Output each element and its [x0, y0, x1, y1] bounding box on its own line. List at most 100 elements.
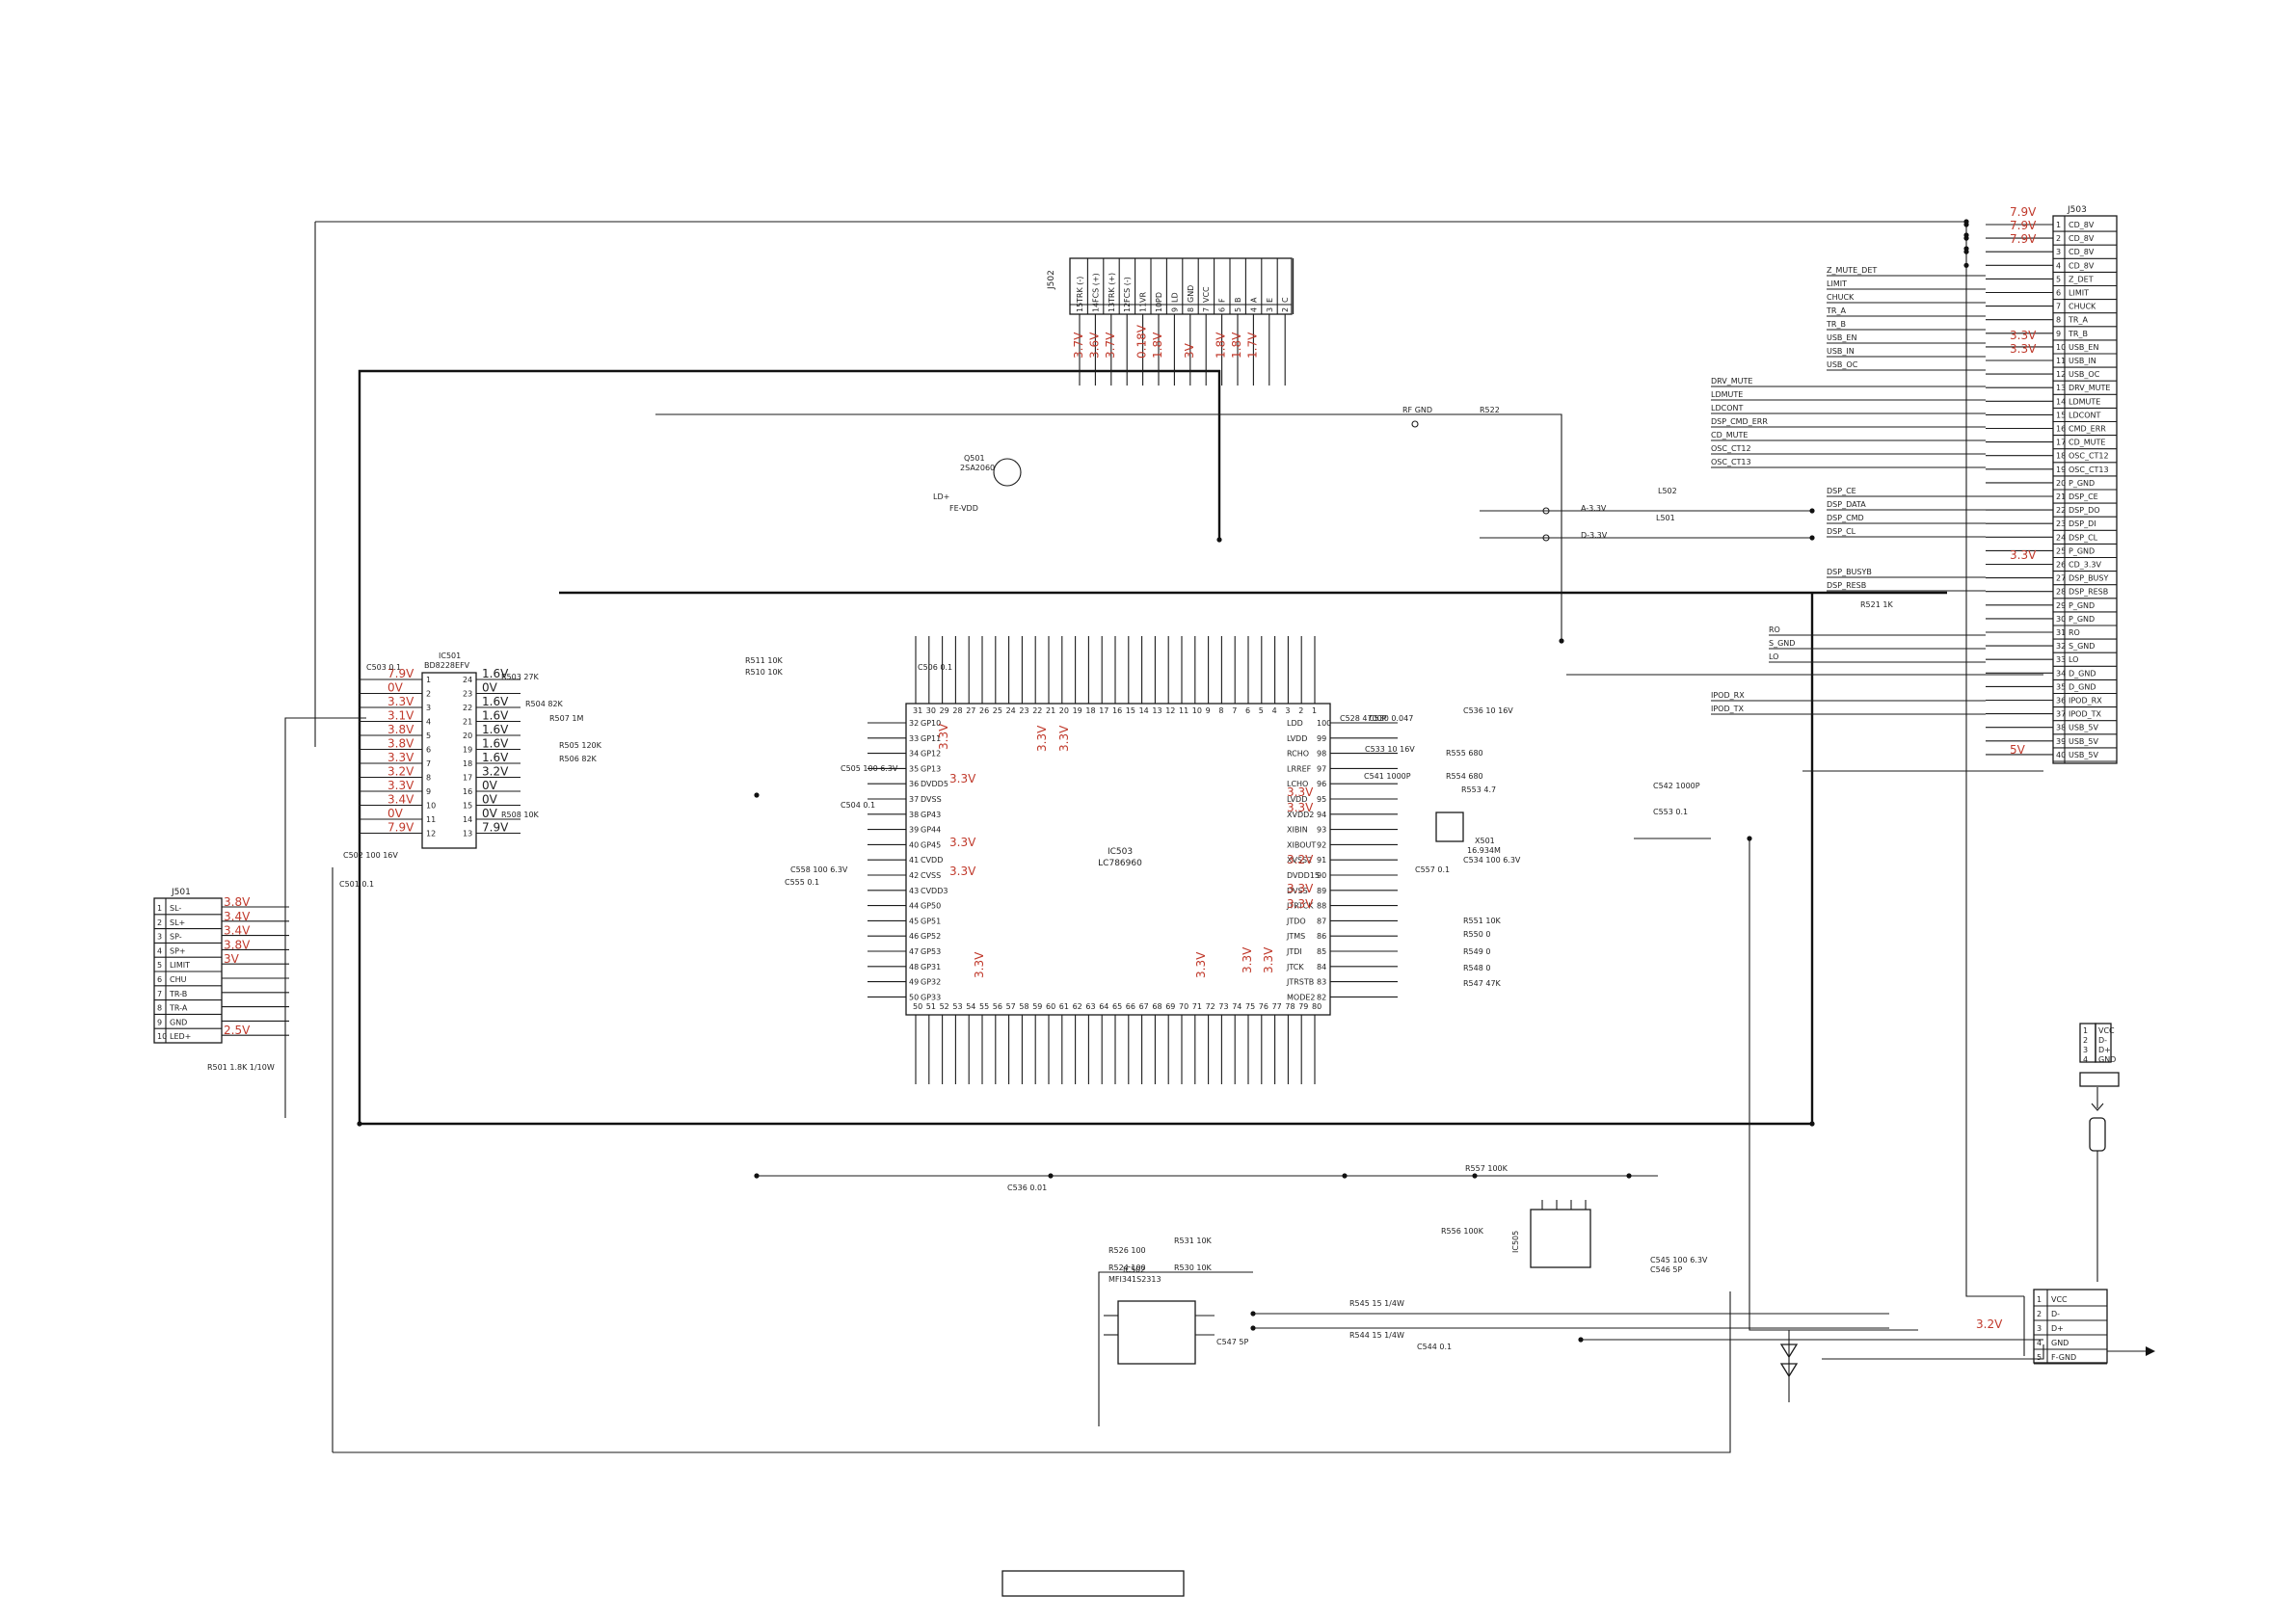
ic503-ref: IC503: [1108, 847, 1133, 857]
ic503-pin-number: 45: [909, 917, 919, 925]
ic503-pin-number: 19: [1073, 706, 1082, 715]
ic503-pin-number: 12: [1165, 706, 1175, 715]
resistor-label: R548 0: [1463, 964, 1490, 972]
j501-body: [153, 897, 223, 1044]
ic503-pin-number: 42: [909, 871, 919, 880]
ic503-pin-number: 44: [909, 902, 919, 911]
resistor-label: R557 100K: [1465, 1164, 1508, 1173]
ic503-pin-label: JTDO: [1286, 917, 1306, 925]
transistor-q501: Q501 2SA2060: [960, 454, 1022, 487]
j503-pin-number: 13: [2056, 384, 2066, 392]
j503-voltage: 7.9V: [2010, 232, 2037, 246]
j503-pin-number: 8: [2056, 316, 2061, 325]
ic503-pin-number: 27: [966, 706, 975, 715]
inset-pin-label: D+: [2098, 1046, 2111, 1054]
ic501-left-volts: 7.9V0V3.3V3.1V3.8V3.8V3.3V3.2V3.3V3.4V0V…: [387, 667, 414, 835]
ic501-pin-number: 1: [426, 676, 431, 684]
capacitor-label: C553 0.1: [1653, 808, 1688, 816]
ic503-voltage: 3.3V: [1241, 946, 1254, 973]
ic501-resistor-label: R503 27K: [501, 673, 540, 681]
j503-pin-number: 12: [2056, 370, 2066, 379]
j503-pin-number: 21: [2056, 492, 2066, 501]
ic503-pin-label: CVDD3: [921, 887, 948, 895]
ic503-pin-number: 52: [940, 1002, 949, 1011]
rail-terminal-icon: [1411, 420, 1419, 428]
ic501-right-voltage: 1.6V: [482, 723, 509, 736]
ic501-pin-number: 20: [463, 732, 472, 740]
j502-voltage: 1.8V: [1230, 332, 1243, 359]
ic503-pin-number: 98: [1317, 750, 1326, 758]
j501-pin-label: TR-B: [169, 990, 187, 998]
net-label: DSP_CL: [1827, 527, 1856, 536]
j503-pin-number: 1: [2056, 221, 2061, 229]
ic503-pin-number: 62: [1073, 1002, 1082, 1011]
ic503-pin-number: 48: [909, 963, 919, 971]
ic503-pin-number: 51: [926, 1002, 936, 1011]
j503-pin-number: 28: [2056, 588, 2066, 597]
net-label: DSP_BUSYB: [1827, 568, 1872, 576]
ic503-pin-label: GP45: [921, 840, 941, 849]
q501-part: 2SA2060: [960, 464, 995, 472]
r501-label: R501 1.8K 1/10W: [207, 1063, 275, 1072]
j502-voltage: 1.8V: [1151, 332, 1164, 359]
ic501-pin-number: 19: [463, 746, 472, 755]
j502-pin-label: E: [1266, 298, 1274, 303]
j501-pin-label: SP+: [170, 946, 186, 955]
j501-pin-label: LED+: [170, 1032, 191, 1041]
inset-pin-label: GND: [2098, 1055, 2116, 1064]
ic501-pin-number: 8: [426, 774, 431, 783]
j503-pin-label: USB_5V: [2069, 751, 2099, 759]
ic501-right-voltage: 1.6V: [482, 695, 509, 708]
resistor-label: R530 10K: [1174, 1264, 1213, 1272]
ic501-pin-number: 4: [426, 718, 431, 727]
j502-pin-number: 9: [1170, 307, 1179, 312]
ic502-part: MFI341S2313: [1108, 1275, 1161, 1284]
j502-pin-number: 12: [1123, 303, 1132, 312]
ic503-pin-label: CVSS: [921, 871, 941, 880]
j503-pin-label: DSP_RESB: [2069, 588, 2108, 597]
capacitor-label: C504 0.1: [841, 801, 875, 810]
ic503-pin-label: GP12: [921, 750, 941, 758]
ic503-pin-number: 72: [1206, 1002, 1215, 1011]
capacitor-label: C542 1000P: [1653, 782, 1700, 790]
diode-array: [1779, 1330, 1799, 1402]
j504-pin-label: VCC: [2051, 1295, 2068, 1304]
ic503-pin-number: 28: [952, 706, 962, 715]
j503-pin-label: LO: [2069, 655, 2078, 664]
capacitor-label: C541 1000P: [1364, 772, 1411, 781]
bottom-frame-wire: [333, 1291, 1731, 1453]
j503-pin-number: 34: [2056, 669, 2066, 678]
j501-pin-number: 3: [157, 933, 162, 942]
rail-terminal-icon: [1542, 534, 1550, 542]
ic503-voltage: 3.3V: [1287, 801, 1314, 814]
crystal-icon: [1435, 812, 1464, 842]
ic502-body: [1117, 1300, 1196, 1365]
j503-pin-number: 27: [2056, 574, 2066, 583]
ic501-left-voltage: 3.8V: [387, 737, 414, 751]
resistor-label: R554 680: [1446, 772, 1483, 781]
ic503-pin-number: 17: [1099, 706, 1108, 715]
junction-dot: [754, 1173, 760, 1179]
ic501-right-voltage: 0V: [482, 807, 498, 820]
rail-label: L501: [1656, 514, 1675, 522]
ic501-left-voltage: 0V: [387, 807, 404, 820]
ic501-right-voltage: 0V: [482, 779, 498, 792]
ic503-pin-label: LRREF: [1287, 764, 1312, 773]
ic503-voltage: 3.3V: [1287, 882, 1314, 895]
ic503-pin-number: 59: [1032, 1002, 1042, 1011]
ic503-pin-number: 64: [1099, 1002, 1108, 1011]
junction-dot: [1578, 1337, 1584, 1343]
ic503-pin-label: GP44: [921, 826, 941, 835]
j502-voltage: 3.7V: [1072, 332, 1085, 359]
ic501-pin-number: 11: [426, 815, 436, 824]
rail-terminal-icon: [1542, 507, 1550, 515]
